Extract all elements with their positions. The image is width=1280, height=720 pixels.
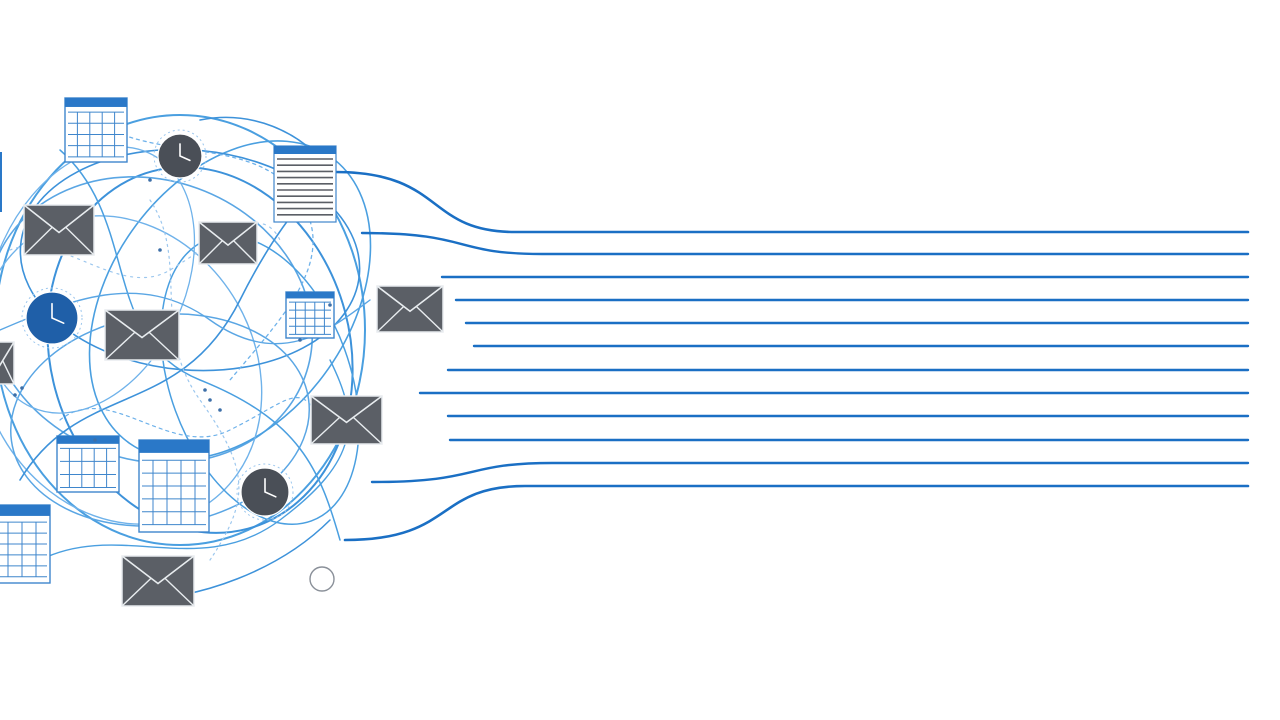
- envelope-icon: [104, 309, 180, 361]
- stream-line: [343, 484, 1250, 542]
- ring-icon: [309, 566, 335, 592]
- stream-line: [360, 231, 1250, 256]
- speck: [20, 386, 24, 390]
- speck: [158, 248, 162, 252]
- speck: [218, 408, 222, 412]
- document-icon: [273, 145, 337, 223]
- speck: [203, 388, 207, 392]
- clock-icon: [21, 287, 83, 349]
- tangle-curve: [59, 397, 321, 438]
- organized-streams: [333, 170, 1250, 542]
- document-edge: [0, 152, 2, 212]
- speck: [208, 398, 212, 402]
- envelope-icon: [376, 285, 444, 333]
- envelope-icon: [0, 341, 15, 385]
- calendar-icon: [285, 291, 335, 339]
- speck: [93, 438, 97, 442]
- calendar-icon: [56, 435, 120, 493]
- stream-line: [333, 170, 1250, 234]
- tangle-curve: [59, 149, 341, 541]
- envelope-icon: [23, 204, 95, 256]
- tangle-curve: [109, 129, 314, 381]
- envelope-icon: [310, 395, 383, 445]
- speck: [148, 178, 152, 182]
- envelope-icon: [198, 221, 258, 265]
- envelope-icon: [121, 555, 195, 607]
- tangled-lines: [0, 114, 372, 601]
- tangle-loop: [0, 114, 366, 546]
- calendar-icon: [138, 439, 210, 533]
- calendar-icon: [64, 97, 128, 163]
- speck: [298, 338, 302, 342]
- stream-line: [370, 461, 1250, 484]
- icon-layer: [0, 97, 444, 607]
- speck: [13, 393, 17, 397]
- calendar-icon: [0, 504, 51, 584]
- clock-icon: [153, 129, 207, 183]
- clock-icon: [236, 463, 294, 521]
- speck: [328, 303, 332, 307]
- tangle-loop: [46, 166, 354, 534]
